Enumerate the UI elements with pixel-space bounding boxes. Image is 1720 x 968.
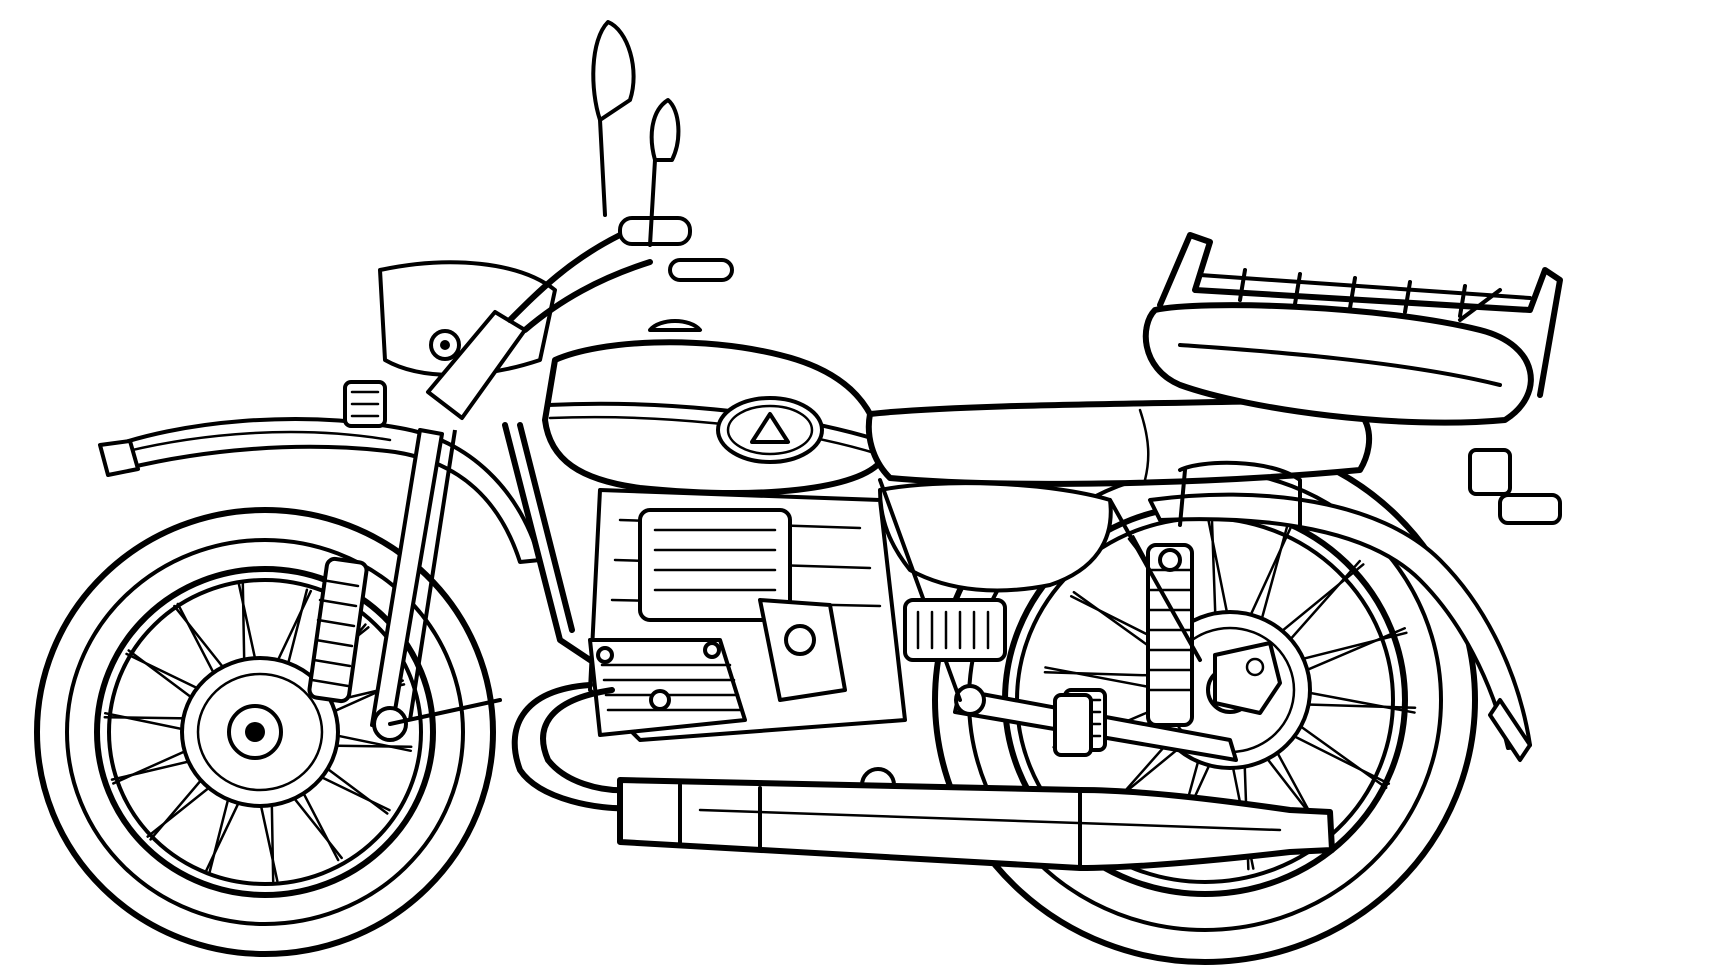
- exhaust: [511, 682, 1335, 871]
- handlebar: [507, 20, 734, 333]
- front-wheel: [34, 507, 496, 957]
- headlight-assembly: [343, 260, 557, 428]
- fuel-tank: [542, 319, 885, 496]
- rear-fender: [1148, 448, 1562, 762]
- luggage-rack: [1157, 232, 1563, 398]
- spare-tire: [1142, 302, 1534, 426]
- side-cover: [878, 481, 1113, 593]
- footpeg: [1053, 693, 1093, 757]
- front-fork: [307, 428, 502, 742]
